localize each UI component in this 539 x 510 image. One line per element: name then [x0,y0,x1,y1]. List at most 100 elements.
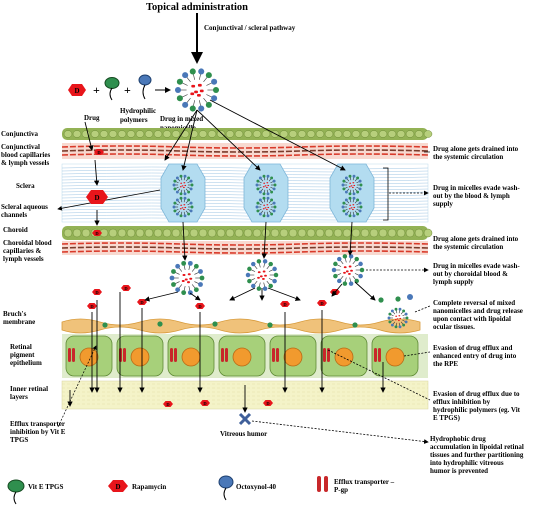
pgp-transporter [225,348,228,362]
choroid-cell [306,228,316,238]
choroid-cell [360,228,370,238]
collagen-fibre [61,211,429,215]
pgp-transporter [378,348,381,362]
pgp-transporter [72,348,75,362]
epithelial-cell [342,130,352,138]
epithelial-cell [387,130,397,138]
rapamycin-molecule: D [317,300,327,306]
flow-arrow [182,221,188,261]
conjunctiva-cells [63,130,433,138]
cell-nucleus [181,347,201,367]
svg-text:D: D [283,302,287,307]
mixed-nanomicelle [172,196,194,218]
choroid-cell [81,228,91,238]
vitreous-label: Vitreous humor [220,430,267,438]
choroid-cell [63,228,73,238]
flow-arrow [267,287,301,301]
svg-text:D: D [266,401,270,406]
epithelial-cell [180,130,190,138]
choroid-cell [423,228,433,238]
aqueous-channel [329,163,375,223]
svg-text:D: D [115,483,120,491]
epithelial-cell [351,130,361,138]
epithelial-cell [405,130,415,138]
flow-arrow [164,109,198,161]
mixed-nanomicelle [172,174,194,196]
collagen-fibre [61,169,429,173]
choroid-cell [225,228,235,238]
epithelial-cell [288,130,298,138]
blood-vessel [61,250,429,254]
pgp-transporter [174,348,177,362]
rapamycin-molecule: D [163,401,173,407]
octoxynol-icon [138,74,152,100]
choroid-cell [288,228,298,238]
rapamycin-molecule: D [87,303,97,309]
svg-text:Drug in micelles evade wash-: Drug in micelles evade wash- out by chor… [433,262,521,286]
diagram-title: Topical administration [146,2,248,13]
note-choroid-evade: Drug in micelles evade wash- out by chor… [366,262,521,286]
choroidal-vessel-layer [62,241,428,255]
scleral-channels-label: Scleral aqueous channels [1,203,50,219]
rapamycin-molecule: D [280,301,290,307]
epithelial-cell [162,130,172,138]
legend-rapamycin-icon: D [108,480,128,492]
choroid-cell [108,228,118,238]
micelles-post-choroid [169,254,409,329]
svg-text:D: D [124,286,128,291]
epithelial-cell [324,130,334,138]
svg-text:D: D [95,231,99,236]
legend: Vit E TPGS D Rapamycin Octoxynol-40 Effl… [7,475,396,505]
scleral-aqueous-channels [160,163,375,223]
note-sclera-evade: Drug in micelles evade wash- out by the … [383,167,520,221]
svg-text:D: D [140,300,144,305]
rapamycin-molecule: D [92,289,102,295]
choroid-cell [180,228,190,238]
aqueous-channel [243,163,289,223]
inner-retina-label: Inner retinal layers [10,385,50,401]
flow-arrow [331,283,343,297]
svg-text:D: D [320,301,324,306]
epithelial-cell [333,130,343,138]
rapamycin-molecule: D [263,400,273,406]
svg-text:D: D [90,304,94,309]
micelles-in-sclera [172,174,363,218]
flow-arrow [261,221,267,259]
cell-nucleus [283,347,303,367]
flow-arrow [209,99,346,171]
choroid-cell [171,228,181,238]
legend-vit-e-label: Vit E TPGS [28,483,64,491]
flow-arrows [67,99,386,413]
epithelial-cell [396,130,406,138]
polymer-head [102,322,108,328]
plus-sign: + [124,83,131,97]
epithelial-cell [261,130,271,138]
pgp-transporter [170,348,173,362]
choroid-cell [207,228,217,238]
choroid-cell [315,228,325,238]
choroid-cell [396,228,406,238]
scleral-channel-pointer [57,189,161,211]
epithelial-cell [144,130,154,138]
mixed-nanomicelle [387,307,409,329]
rpe-label: Retinal pigment epithelium [10,343,42,367]
mixed-nanomicelle-top [174,68,220,112]
blood-vessel [61,145,429,149]
choroid-cell [144,228,154,238]
conjunctival-vessel-layer [62,143,428,159]
epithelial-cell [117,130,127,138]
epithelial-cell [216,130,226,138]
choroidal-capillaries-label: Choroidal blood capillaries & lymph vess… [3,239,53,263]
choroid-cell [369,228,379,238]
legend-efflux-label: Efflux transporter – P-gp [334,478,396,494]
legend-pgp-icon [317,476,328,492]
epithelial-cell [297,130,307,138]
choroid-cells [63,228,433,238]
polymer-head [378,297,384,303]
cell-nucleus [385,347,405,367]
choroid-cell [342,228,352,238]
polymer-head [267,322,273,328]
epithelial-cell [378,130,388,138]
collagen-fibre [61,214,429,218]
